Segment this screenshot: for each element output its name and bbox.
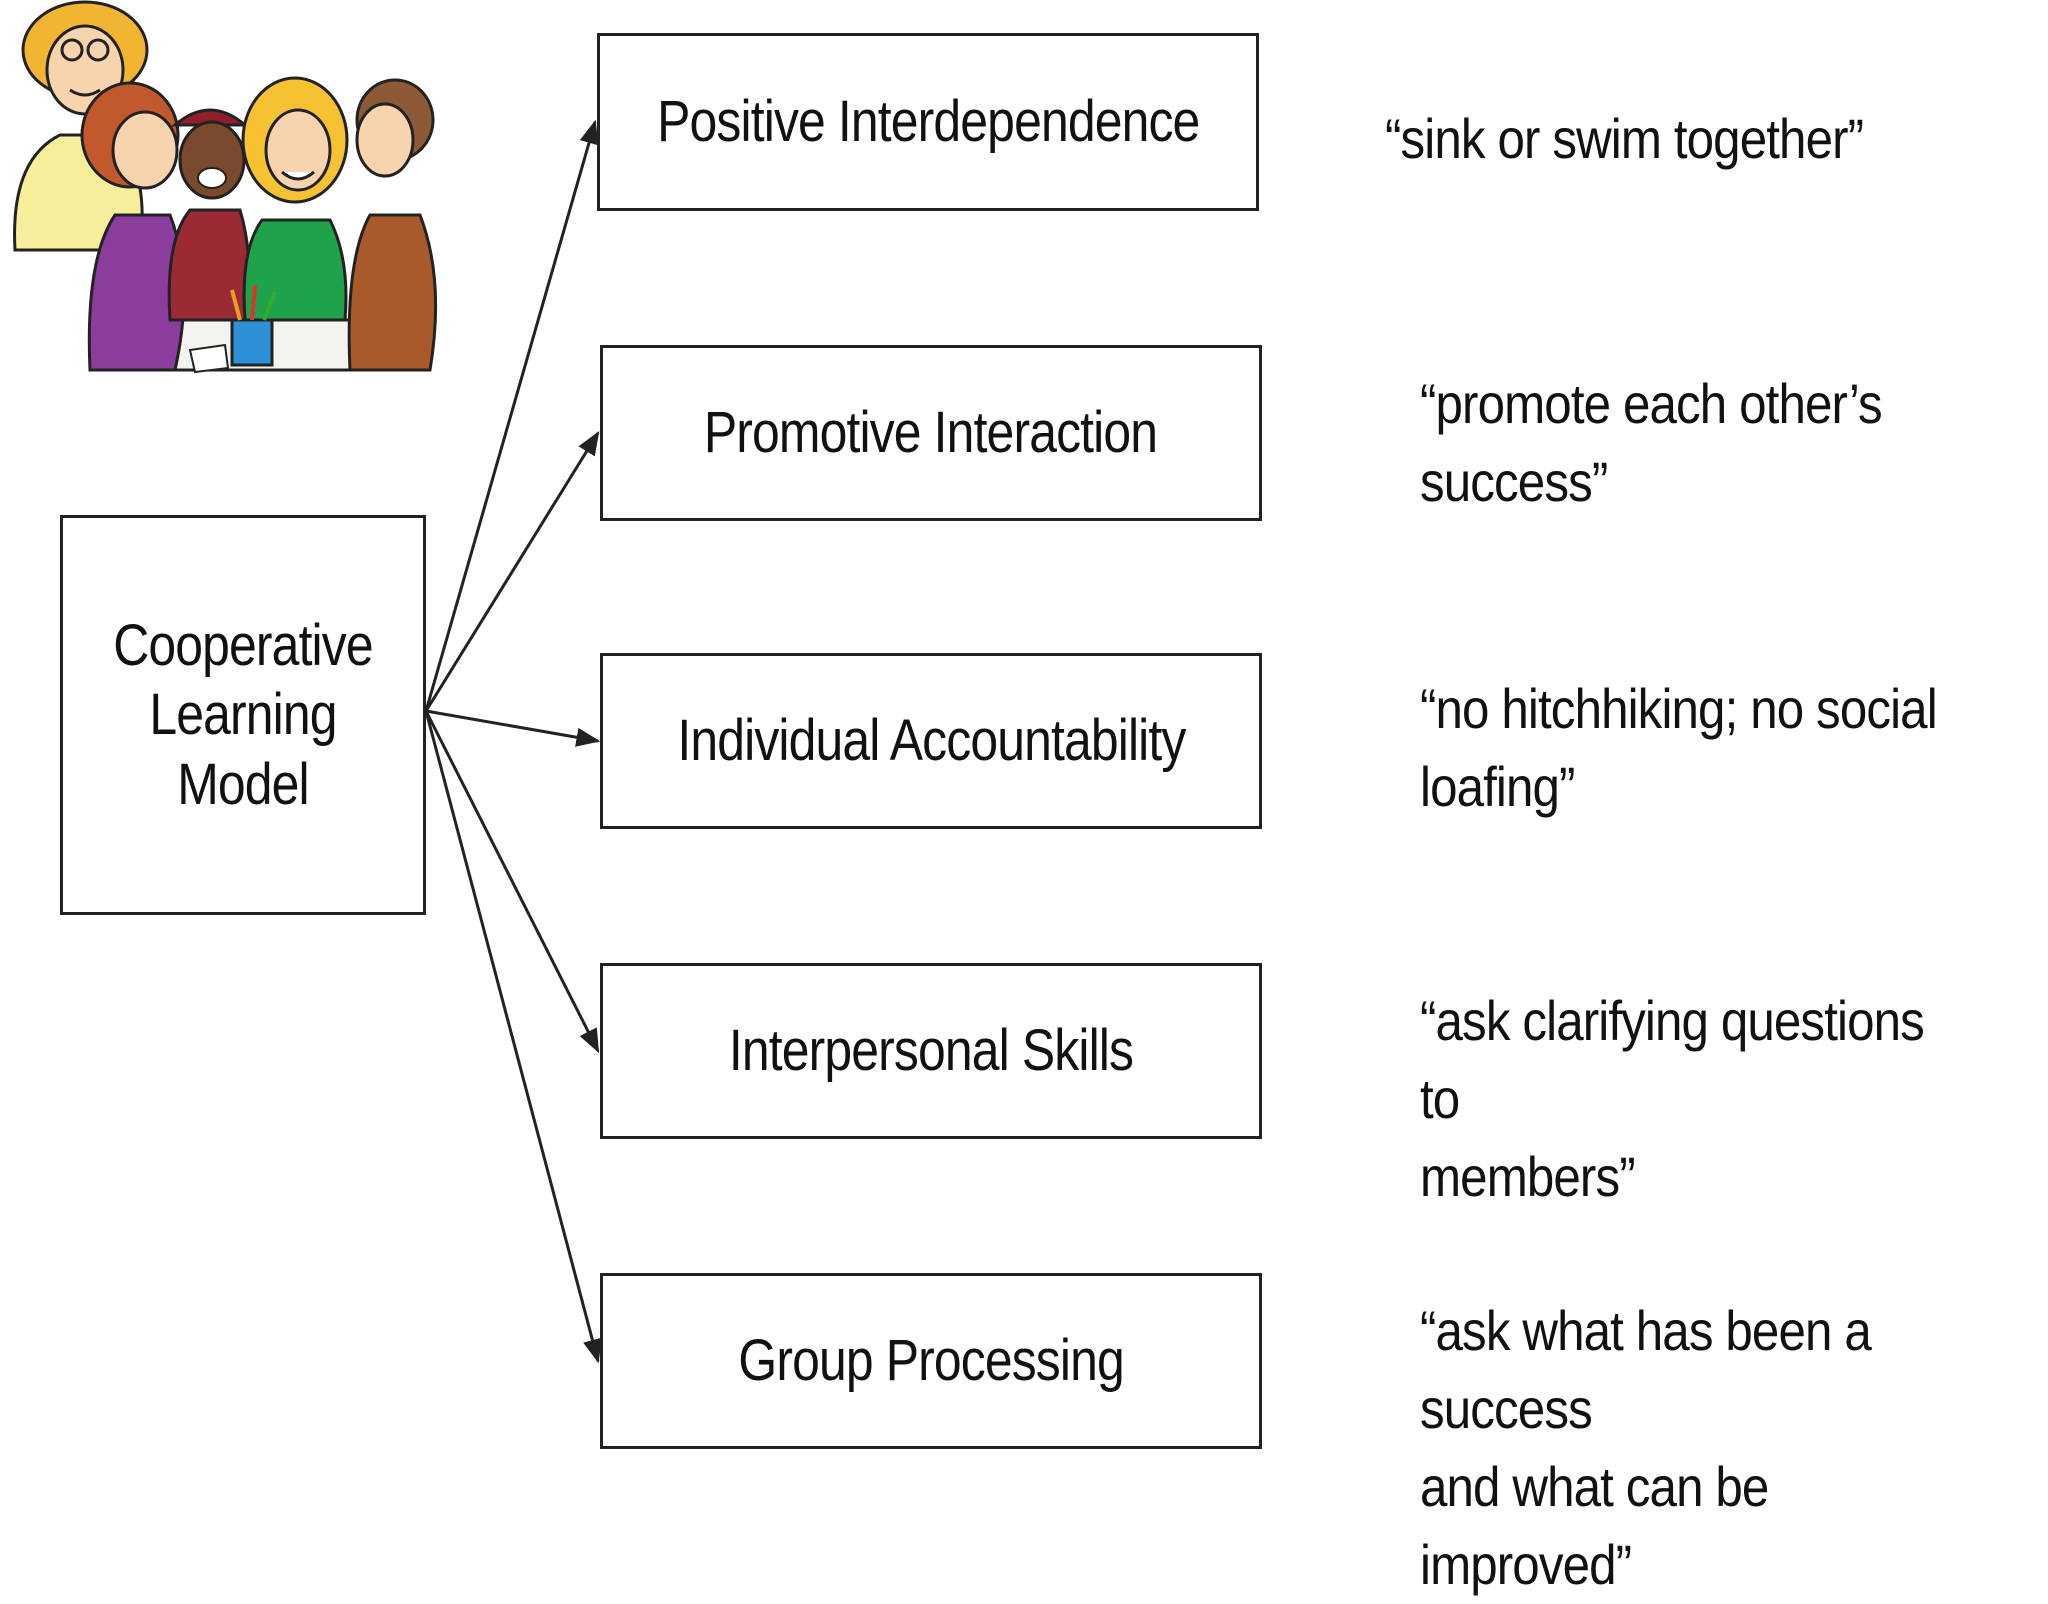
arrow-to-element-4 [424,710,600,1054]
arrow-to-element-2 [424,430,600,712]
element-label: Promotive Interaction [704,400,1158,466]
quote-interpersonal-skills: “ask clarifying questions to members” [1420,989,1925,1208]
element-box-promotive-interaction: Promotive Interaction [600,345,1262,521]
quote-positive-interdependence: “sink or swim together” [1385,107,1864,170]
element-label: Interpersonal Skills [728,1018,1134,1084]
quote-promotive-interaction: “promote each other’s success” [1420,372,1883,513]
root-label: Cooperative Learning Model [113,612,373,817]
group-of-people-clipart [13,0,438,374]
element-label: Positive Interdependence [656,89,1200,155]
element-box-individual-accountability: Individual Accountability [600,653,1262,829]
element-label: Individual Accountability [676,708,1186,774]
arrow-to-element-1 [424,119,599,712]
connector-arrows [424,119,602,1364]
cooperative-learning-model-box: Cooperative Learning Model [60,515,426,915]
quote-individual-accountability: “no hitchhiking; no social loafing” [1420,677,1938,818]
element-box-group-processing: Group Processing [600,1273,1262,1449]
element-box-interpersonal-skills: Interpersonal Skills [600,963,1262,1139]
arrow-to-element-5 [424,710,602,1364]
element-label: Group Processing [738,1328,1124,1394]
diagram-canvas [424,119,602,1364]
element-box-positive-interdependence: Positive Interdependence [597,33,1259,211]
arrow-to-element-3 [425,709,601,747]
quote-group-processing: “ask what has been a success and what ca… [1420,1299,1872,1596]
